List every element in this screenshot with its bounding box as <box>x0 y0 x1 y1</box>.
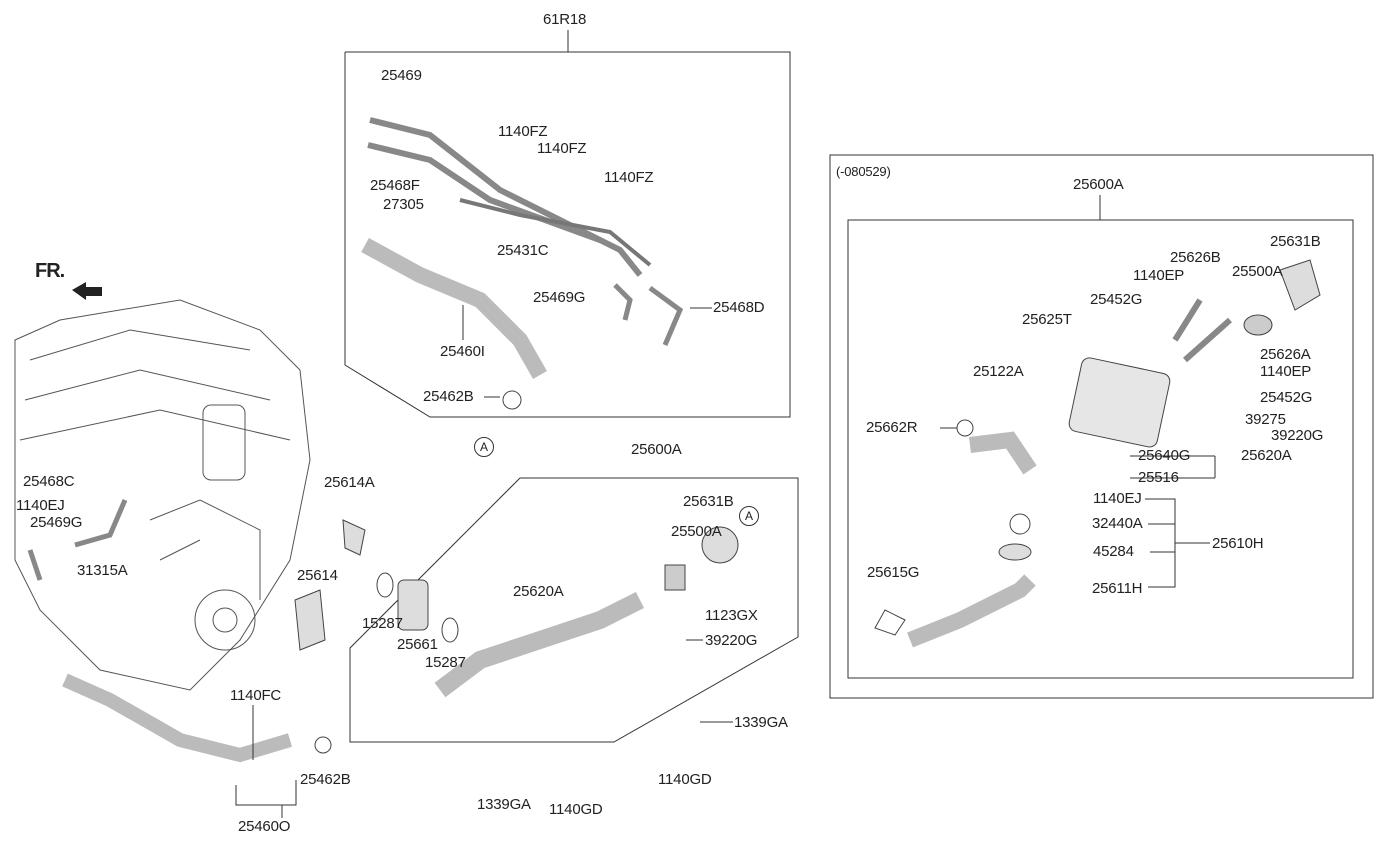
part-label[interactable]: 25462B <box>423 388 474 405</box>
part-label[interactable]: 1140EP <box>1260 363 1312 380</box>
part-label[interactable]: 25625T <box>1022 311 1072 328</box>
part-label[interactable]: 25122A <box>973 363 1024 380</box>
front-arrow-icon <box>72 282 102 300</box>
part-label[interactable]: 61R18 <box>543 11 587 28</box>
part-label[interactable]: 25620A <box>513 583 564 600</box>
variant-box-outer <box>829 154 1374 699</box>
upper-pipes <box>361 117 684 410</box>
part-label[interactable]: 39220G <box>705 632 758 649</box>
part-label[interactable]: 1140EJ <box>16 497 65 514</box>
front-direction-label: FR. <box>35 260 65 282</box>
part-label[interactable]: 1140FZ <box>604 169 654 186</box>
part-label[interactable]: 25469G <box>30 514 83 531</box>
part-label[interactable]: 25631B <box>683 493 734 510</box>
group-box-25600a <box>349 477 799 743</box>
part-label[interactable]: 39275 <box>1245 411 1286 428</box>
part-label[interactable]: 25452G <box>1260 389 1313 406</box>
ref-circle-a: A <box>474 437 494 457</box>
part-label[interactable]: 1140FZ <box>537 140 587 157</box>
part-label[interactable]: 25610H <box>1212 535 1264 552</box>
part-label[interactable]: 1140GD <box>658 771 712 788</box>
part-label[interactable]: 25462B <box>300 771 351 788</box>
part-label[interactable]: 1140GD <box>549 801 603 818</box>
variant-note: (-080529) <box>836 164 891 179</box>
part-label[interactable]: 25431C <box>497 242 549 259</box>
part-label[interactable]: 25631B <box>1270 233 1321 250</box>
part-label[interactable]: 45284 <box>1093 543 1134 560</box>
part-label[interactable]: 25468C <box>23 473 75 490</box>
part-label[interactable]: 25661 <box>397 636 438 653</box>
part-label[interactable]: 39220G <box>1271 427 1324 444</box>
part-label[interactable]: 25626B <box>1170 249 1221 266</box>
part-label[interactable]: 32440A <box>1092 515 1143 532</box>
part-label[interactable]: 15287 <box>362 615 403 632</box>
part-label[interactable]: 31315A <box>77 562 128 579</box>
part-label[interactable]: 25614 <box>297 567 338 584</box>
part-label[interactable]: 25611H <box>1092 580 1143 597</box>
part-label[interactable]: 15287 <box>425 654 466 671</box>
engine-block <box>14 299 311 691</box>
part-label[interactable]: 1339GA <box>477 796 531 813</box>
part-label[interactable]: 1140EJ <box>1093 490 1142 507</box>
part-label[interactable]: 25469 <box>381 67 422 84</box>
variant-parts <box>874 259 1321 648</box>
part-label[interactable]: 1140FZ <box>498 123 548 140</box>
ref-circle-a: A <box>739 506 759 526</box>
part-label[interactable]: 1140FC <box>230 687 282 704</box>
part-label[interactable]: 25615G <box>867 564 920 581</box>
part-label[interactable]: 25620A <box>1241 447 1292 464</box>
part-label[interactable]: 25500A <box>1232 263 1283 280</box>
part-label[interactable]: 25516 <box>1138 469 1179 486</box>
part-label[interactable]: 25452G <box>1090 291 1143 308</box>
part-label[interactable]: 25460I <box>440 343 485 360</box>
part-label[interactable]: 25640G <box>1138 447 1191 464</box>
part-label[interactable]: 1140EP <box>1133 267 1185 284</box>
part-label[interactable]: 25500A <box>671 523 722 540</box>
group-box-61r18 <box>344 51 791 418</box>
part-label[interactable]: 25469G <box>533 289 586 306</box>
part-label[interactable]: 27305 <box>383 196 424 213</box>
part-label[interactable]: 25460O <box>238 818 291 835</box>
part-label[interactable]: 25662R <box>866 419 918 436</box>
part-label[interactable]: 25468F <box>370 177 420 194</box>
part-label[interactable]: 1123GX <box>705 607 758 624</box>
part-label[interactable]: 25600A <box>631 441 682 458</box>
part-label[interactable]: 25626A <box>1260 346 1311 363</box>
part-label[interactable]: 25468D <box>713 299 765 316</box>
part-label[interactable]: 1339GA <box>734 714 788 731</box>
lower-assembly <box>27 499 739 763</box>
leader-lines <box>235 305 1216 818</box>
part-label[interactable]: 25614A <box>324 474 375 491</box>
part-label[interactable]: 25600A <box>1073 176 1124 193</box>
